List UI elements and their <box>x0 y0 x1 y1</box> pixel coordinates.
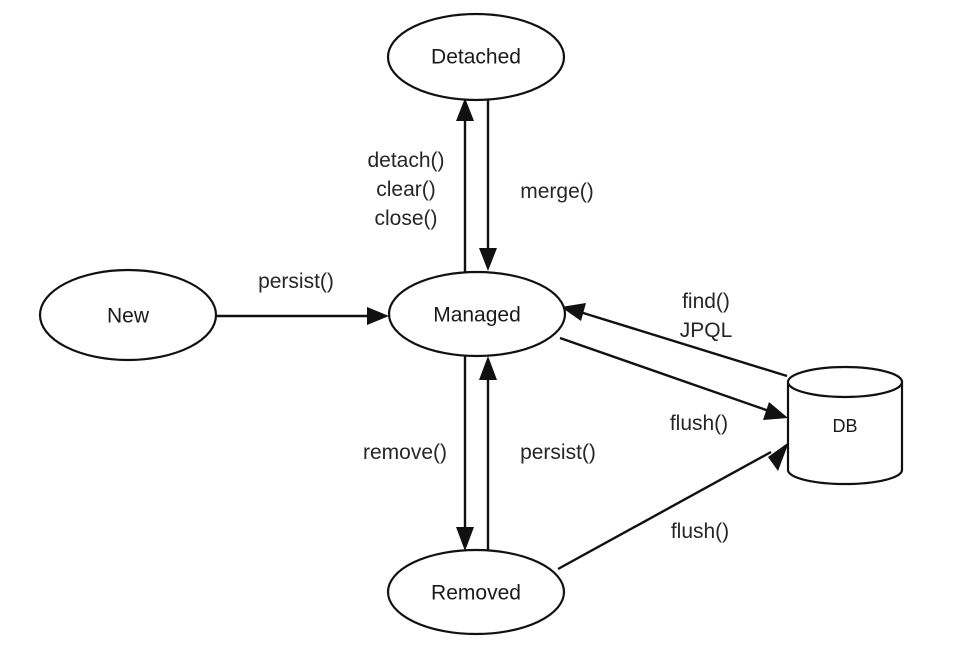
detached-ellipse <box>386 12 566 102</box>
arrowhead-managed-detached <box>456 98 474 121</box>
node-managed[interactable]: Managed <box>387 270 567 358</box>
edge-line-db-managed <box>579 310 788 378</box>
edge-label-flush-removed: flush() <box>671 520 729 543</box>
edge-label-close: close() <box>374 207 437 230</box>
arrowhead-new-managed <box>367 307 389 325</box>
edge-managed-to-db <box>559 336 788 420</box>
edge-line-removed-db <box>557 450 772 571</box>
edge-label-remove: remove() <box>363 441 447 464</box>
removed-label: Removed <box>431 582 521 605</box>
arrowhead-db-managed <box>561 303 586 321</box>
db-label: DB <box>832 416 857 436</box>
edge-label-merge: merge() <box>520 180 594 203</box>
edge-managed-to-removed <box>456 356 474 551</box>
managed-label: Managed <box>433 304 521 327</box>
node-removed[interactable]: Removed <box>386 548 566 636</box>
edge-label-clear: clear() <box>376 178 436 201</box>
detached-label: Detached <box>431 46 521 69</box>
edge-label-find: find() <box>682 290 730 313</box>
edge-label-jpql: JPQL <box>680 319 733 342</box>
edge-label-persist-removed: persist() <box>520 441 596 464</box>
edge-label-flush-managed: flush() <box>670 412 728 435</box>
new-ellipse <box>38 268 218 362</box>
arrowhead-detached-managed <box>479 248 497 271</box>
removed-ellipse <box>386 548 566 636</box>
edge-managed-to-detached <box>456 98 474 272</box>
db-cylinder-body <box>786 380 904 486</box>
edge-label-persist-new: persist() <box>258 270 334 293</box>
edge-removed-to-managed <box>479 356 497 552</box>
edge-db-to-managed <box>561 303 788 378</box>
edge-removed-to-db <box>557 442 789 571</box>
edge-label-find-jpql: find() JPQL <box>680 290 733 342</box>
edge-label-detach: detach() <box>367 149 444 172</box>
new-label: New <box>107 305 150 328</box>
arrowhead-removed-managed <box>479 356 497 380</box>
edge-detached-to-managed <box>479 97 497 271</box>
arrowhead-managed-removed <box>456 527 474 551</box>
node-new[interactable]: New <box>38 268 218 362</box>
node-db[interactable]: DB <box>786 365 904 486</box>
managed-ellipse <box>387 270 567 358</box>
arrowhead-removed-db <box>768 442 789 471</box>
edge-line-managed-db <box>559 336 770 413</box>
arrowhead-managed-db <box>763 402 788 420</box>
node-detached[interactable]: Detached <box>386 12 566 102</box>
db-cylinder-top <box>786 365 904 399</box>
edge-label-detach-clear-close: detach() clear() close() <box>367 149 444 230</box>
edge-new-to-managed <box>216 307 389 325</box>
